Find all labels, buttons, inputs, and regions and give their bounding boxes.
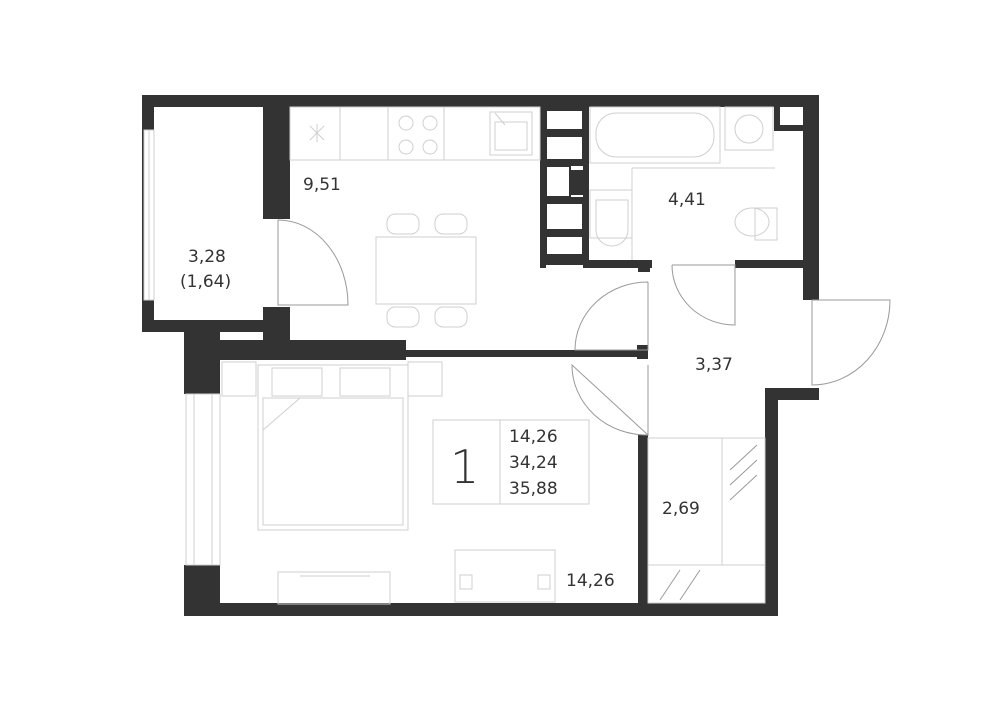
bedroom-furniture xyxy=(221,361,556,605)
wardrobe-fixtures xyxy=(647,437,766,604)
door-bathroom xyxy=(671,264,736,326)
kitchen-area-label: 9,51 xyxy=(303,175,341,195)
wall-bottom xyxy=(184,603,778,616)
bed-icon xyxy=(257,364,409,531)
balcony-area-label: 3,28 xyxy=(188,247,226,267)
wall-bathroom-bottom xyxy=(587,260,652,268)
nightstand-icon xyxy=(221,361,257,397)
wall-top xyxy=(142,95,818,107)
summary-box: 1 14,26 34,24 35,88 xyxy=(432,419,590,505)
wall-kitchen-bedroom xyxy=(196,340,406,360)
bedroom-area-label: 14,26 xyxy=(566,571,615,591)
doors xyxy=(277,219,891,437)
bedroom-window xyxy=(185,393,221,566)
wall-partition-main xyxy=(406,350,646,357)
total-area-label: 34,24 xyxy=(509,453,558,473)
wall-right-mid xyxy=(765,388,819,400)
wall-corner-stub xyxy=(637,345,648,359)
door-entrance xyxy=(811,299,891,386)
door-bedroom xyxy=(571,363,649,437)
fridge-icon xyxy=(309,124,325,142)
tv-stand-icon xyxy=(277,571,391,605)
storage-area-label: 2,69 xyxy=(662,499,700,519)
windows xyxy=(143,129,221,566)
ventilation-shaft xyxy=(540,105,586,265)
wall-balcony-bottom xyxy=(142,320,287,332)
desk-icon xyxy=(454,549,556,603)
door-kitchen xyxy=(574,281,649,351)
balcony-reduced-area-label: (1,64) xyxy=(180,272,231,292)
wall-storage-left xyxy=(638,435,648,615)
nightstand-icon xyxy=(407,361,443,397)
wall-shaft-box-bottom xyxy=(774,125,804,131)
dining-table-icon xyxy=(375,213,477,328)
bathroom-fixtures xyxy=(589,106,778,260)
bathtub-icon xyxy=(589,106,721,164)
kitchen-fixtures xyxy=(289,106,541,328)
wall-kitchen-left-upper xyxy=(263,95,290,219)
bathroom-area-label: 4,41 xyxy=(668,190,706,210)
wall-right-lower xyxy=(765,388,778,616)
washbasin-icon xyxy=(724,106,774,151)
stove-icon xyxy=(398,115,438,155)
wall-shaft-right xyxy=(540,105,546,268)
wall-bathroom-bottom-right xyxy=(735,260,805,268)
living-area-label: 14,26 xyxy=(509,427,558,447)
total-area-with-balcony-label: 35,88 xyxy=(509,479,558,499)
hall-area-label: 3,37 xyxy=(695,355,733,375)
wall-bath-stub xyxy=(638,260,650,272)
wall-right-upper xyxy=(803,95,819,300)
room-count-label: 1 xyxy=(450,440,479,494)
sink-bath-icon xyxy=(589,189,633,247)
wall-bedroom-left-upper xyxy=(184,330,220,394)
toilet-icon xyxy=(734,207,778,241)
room-labels: 9,51 3,28 (1,64) 4,41 3,37 2,69 14,26 xyxy=(180,175,733,591)
wall-shaft-box xyxy=(774,103,780,131)
sink-icon xyxy=(489,111,533,156)
door-balcony xyxy=(277,219,349,306)
